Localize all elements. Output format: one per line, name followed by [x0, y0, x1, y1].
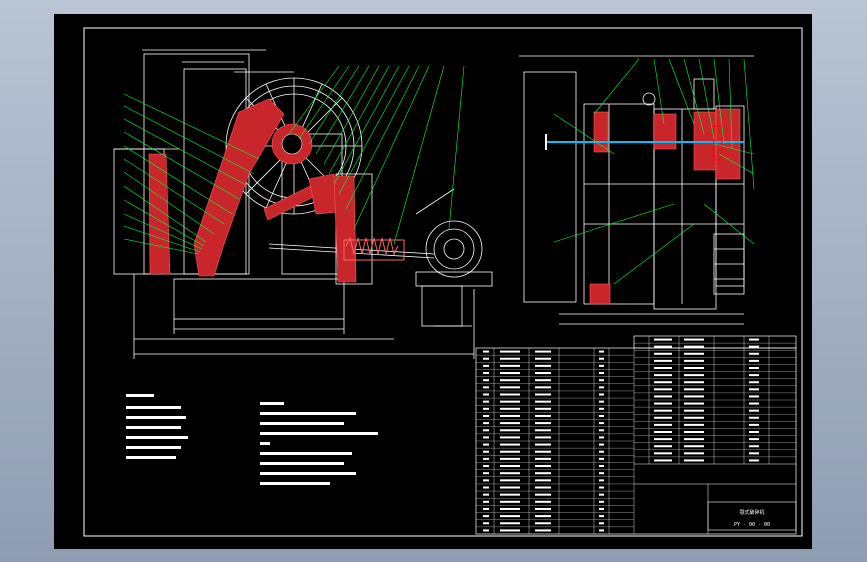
title-block: 颚式破碎机 PY - 00 - 00	[707, 501, 797, 531]
side-section	[589, 108, 741, 305]
title-block-name: 颚式破碎机	[739, 509, 764, 516]
motor-icon	[415, 188, 493, 327]
side-view	[519, 55, 754, 325]
front-section	[148, 98, 357, 283]
drawing-frame	[83, 27, 803, 537]
title-block-code: PY - 00 - 00	[734, 522, 770, 528]
tech-notes	[126, 394, 378, 485]
drawing-sheet: 颚式破碎机 PY - 00 - 00	[54, 14, 812, 549]
side-leaders	[553, 58, 755, 285]
side-shaft	[545, 125, 744, 161]
parts-list	[475, 335, 797, 535]
assembly-drawing: 颚式破碎机 PY - 00 - 00	[83, 27, 803, 537]
spring-icon	[343, 236, 405, 261]
front-leaders	[123, 65, 465, 255]
